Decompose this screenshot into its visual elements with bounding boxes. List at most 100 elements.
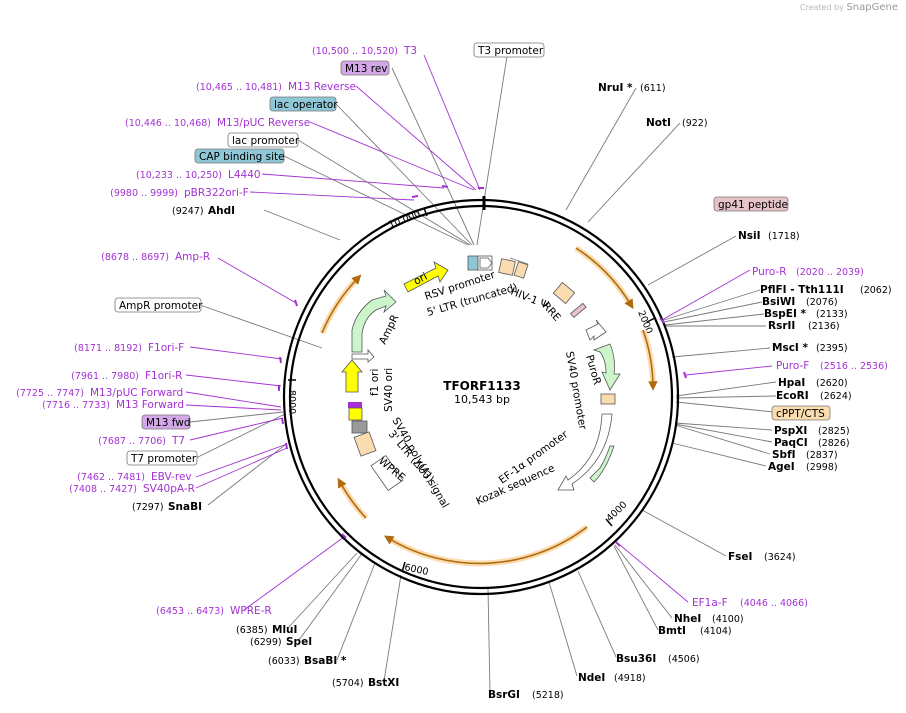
ampr-promoter-arrow [351, 348, 375, 363]
orf-arc-5 [319, 275, 361, 335]
lac-promoter-label: lac promoter [232, 135, 300, 147]
primer-range-pbr322ori-f: (9980 .. 9999) [110, 188, 178, 199]
primer-name-puro-r: Puro-R [752, 266, 787, 278]
cppt-label: cPPT/CTS [776, 408, 825, 420]
enzyme-pos-msci: (2395) [816, 343, 848, 354]
cap-site-label: CAP binding site [199, 151, 285, 163]
primer-range-m13puc-reverse: (10,446 .. 10,468) [125, 118, 211, 129]
plasmid-name: TFORF1133 [443, 379, 520, 393]
f1ori-label: f1 ori [369, 369, 381, 396]
primer-name-ef1a-f: EF1a-F [692, 597, 728, 609]
enzyme-pos-ndei: (4918) [614, 673, 646, 684]
primer-name-t7: T7 [171, 435, 185, 447]
enzyme-pos-noti: (922) [682, 118, 708, 129]
enzyme-name-bsu36i: Bsu36I [616, 653, 656, 665]
enzyme-pos-nrui: (611) [640, 83, 666, 94]
enzyme-name-bstxi: BstXI [368, 677, 399, 689]
enzyme-name-bsrgi: BsrGI [488, 689, 520, 701]
boxed-labels: T3 promoter M13 rev lac operator lac pro… [114, 42, 831, 466]
primer-range-ef1a-f: (4046 .. 4066) [740, 598, 808, 609]
orf-arcs [319, 245, 658, 567]
enzyme-pos-nhei: (4100) [712, 614, 744, 625]
cppt-box [600, 393, 616, 405]
enzyme-name-nhei: NheI [674, 613, 701, 625]
t7-promoter-label: T7 promoter [130, 453, 197, 465]
enzyme-pos-ahdi: (9247) [172, 206, 204, 217]
enzyme-name-bsiwi: BsiWI [762, 296, 795, 308]
primer-name-m13puc-reverse: M13/pUC Reverse [217, 117, 310, 129]
primer-name-m13-reverse: M13 Reverse [288, 81, 356, 93]
enzyme-labels: NruI * (611) NotI (922) NsiI (1718) PflF… [132, 82, 892, 701]
enzyme-name-snabi: SnaBI [168, 501, 202, 513]
primer-range-m13-forward: (7716 .. 7733) [42, 400, 110, 411]
primer-range-t3: (10,500 .. 10,520) [312, 46, 398, 57]
m13-rev-label: M13 rev [345, 63, 388, 75]
enzyme-pos-bstxi: (5704) [332, 678, 364, 689]
primer-range-wpre-r: (6453 .. 6473) [156, 606, 224, 617]
primer-labels: (10,500 .. 10,520) T3 (10,465 .. 10,481)… [16, 45, 888, 617]
creator-prefix: Created by [799, 3, 844, 12]
ebv-marker [351, 420, 368, 434]
hiv-box-1 [498, 258, 516, 276]
enzyme-pos-mlui: (6385) [236, 625, 268, 636]
primer-name-ebv-rev: EBV-rev [151, 471, 192, 483]
enzyme-name-bmti: BmtI [658, 625, 686, 637]
ampr-arrow [351, 289, 397, 353]
primer-range-amp-r: (8678 .. 8697) [101, 252, 169, 263]
backbone [282, 196, 680, 596]
primer-name-m13puc-forward: M13/pUC Forward [90, 387, 183, 399]
enzyme-pos-bsu36i: (4506) [668, 654, 700, 665]
primer-range-puro-r: (2020 .. 2039) [796, 267, 864, 278]
enzyme-pos-bsrgi: (5218) [532, 690, 564, 701]
enzyme-name-paqci: PaqCI [774, 437, 808, 449]
enzyme-pos-paqci: (2826) [818, 438, 850, 449]
tick-8000: 8000 [286, 390, 297, 414]
sv40pa-box [353, 431, 377, 457]
enzyme-pos-ecori: (2624) [820, 391, 852, 402]
creator-watermark: Created by SnapGene [800, 2, 898, 13]
orf-arc-2 [640, 329, 656, 387]
enzyme-name-nsii: NsiI [738, 230, 761, 242]
enzyme-name-pflfi: PflFI - Tth111I [760, 284, 844, 296]
cppt-arrow [585, 319, 607, 341]
primer-name-m13-forward: M13 Forward [116, 399, 184, 411]
primer-range-f1ori-f: (8171 .. 8192) [74, 343, 142, 354]
primer-range-m13puc-forward: (7725 .. 7747) [16, 388, 84, 399]
puror-arrow [592, 343, 621, 391]
ltr5-arrow [479, 257, 493, 269]
wpre-box [370, 454, 404, 492]
primer-name-pbr322ori-f: pBR322ori-F [184, 187, 249, 199]
enzyme-pos-bsabi: (6033) [268, 656, 300, 667]
t3-promoter-label: T3 promoter [477, 45, 544, 57]
sv40ori-label: SV40 ori [383, 368, 395, 412]
enzyme-name-fsei: FseI [728, 551, 752, 563]
primer-range-sv40pa-r: (7408 .. 7427) [69, 484, 137, 495]
ef1a-arrow [557, 413, 613, 491]
orf-arc-1 [574, 245, 634, 307]
primer-name-f1ori-r: F1ori-R [145, 370, 182, 382]
rsv-box [467, 255, 479, 271]
leader-lines [189, 49, 777, 694]
enzyme-name-noti: NotI [646, 117, 671, 129]
enzyme-pos-nsii: (1718) [768, 231, 800, 242]
primer-name-f1ori-f: F1ori-F [148, 342, 184, 354]
kozak-arrow [589, 445, 615, 483]
enzyme-name-sbfi: SbfI [772, 449, 796, 461]
enzyme-name-ndei: NdeI [578, 672, 605, 684]
enzyme-pos-bspei: (2133) [816, 309, 848, 320]
gp41-label: gp41 peptide [718, 199, 788, 211]
enzyme-pos-rsrii: (2136) [808, 321, 840, 332]
primer-marks [278, 185, 687, 547]
enzyme-pos-sbfi: (2837) [806, 450, 838, 461]
puror-label: PuroR [583, 354, 603, 387]
enzyme-name-rsrii: RsrII [768, 320, 795, 332]
lac-marker [348, 402, 362, 408]
ampr-promoter-label: AmpR promoter [119, 300, 203, 312]
enzyme-name-hpai: HpaI [778, 377, 805, 389]
rre-box [552, 281, 576, 305]
primer-range-l4440: (10,233 .. 10,250) [136, 170, 222, 181]
ampr-label: AmpR [377, 313, 402, 346]
t7-marker [348, 407, 363, 421]
enzyme-name-agei: AgeI [768, 461, 795, 473]
